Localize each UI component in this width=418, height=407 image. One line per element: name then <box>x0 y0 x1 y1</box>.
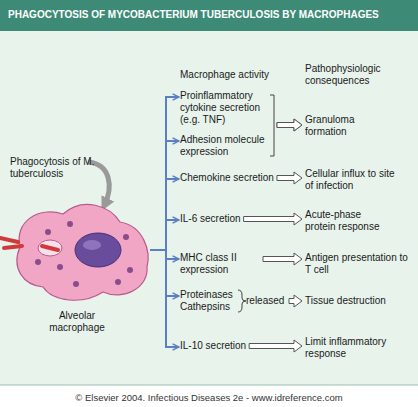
outcome-arrow <box>270 95 302 131</box>
branch-arrow <box>150 179 179 250</box>
hollow-arrow <box>263 253 302 265</box>
cell-granule <box>127 267 133 273</box>
process-text-node: Chemokine secretion <box>180 172 274 184</box>
outcome-arrow <box>249 340 302 352</box>
annotation-label: Pathophysiologic consequences <box>305 63 405 87</box>
cell-nucleus <box>75 233 121 267</box>
branch-line <box>150 250 179 259</box>
bacillus-rod <box>4 246 22 248</box>
node-text: Proinflammatory cytokine secretion (e.g.… <box>180 90 268 126</box>
cell-granule <box>115 279 121 285</box>
node-text: Cathepsins <box>180 301 286 313</box>
cell-granule <box>123 234 129 240</box>
branch-line <box>150 97 179 250</box>
bacillus-rod <box>0 238 18 242</box>
annotation-label: Phagocytosis of M. tuberculosis <box>10 156 95 180</box>
node-text: Chemokine secretion <box>180 172 274 184</box>
cell-granule <box>57 264 63 270</box>
process-text-node: IL-10 secretion <box>180 340 246 352</box>
outcome-arrow <box>277 172 302 184</box>
cell-granule <box>73 281 79 287</box>
node-text: Cellular influx to site of infection <box>305 168 401 192</box>
merge-bracket <box>270 125 274 156</box>
branch-arrow <box>150 141 179 250</box>
branch-line <box>150 141 179 250</box>
outcome-arrow <box>244 213 302 225</box>
bacillus-rod <box>42 246 58 250</box>
process-text-node: Granuloma formation <box>305 114 397 138</box>
process-text-node: Proinflammatory cytokine secretion (e.g.… <box>180 90 268 126</box>
cell-body <box>17 204 148 300</box>
node-text: Granuloma formation <box>305 114 397 138</box>
cell-label: Alveolar macrophage <box>42 310 112 334</box>
branch-line <box>150 250 179 296</box>
title-band <box>0 0 418 31</box>
annotation-label: Macrophage activity <box>180 69 269 81</box>
annotation-label: released <box>246 295 284 307</box>
figure-title: PHAGOCYTOSIS OF MYCOBACTERIUM TUBERCULOS… <box>8 9 379 21</box>
branch-arrow <box>150 220 179 250</box>
cell-granule <box>67 221 73 227</box>
branch-arrow <box>150 250 179 347</box>
node-text: Proteinases <box>180 289 286 301</box>
branch-arrow <box>150 250 179 259</box>
node-text: IL-10 secretion <box>180 340 246 352</box>
branch-line <box>150 179 179 250</box>
hollow-arrow <box>277 172 302 184</box>
nucleus-highlight <box>83 240 101 250</box>
branch-arrow <box>150 250 179 296</box>
panel-background <box>0 31 418 385</box>
cell-granule <box>45 229 51 235</box>
process-text-node: Adhesion molecule expression <box>180 134 268 158</box>
panel-border <box>0 385 418 386</box>
hollow-arrow <box>277 119 302 131</box>
outcome-arrow <box>270 119 302 156</box>
macrophage-cell: Alveolar macrophage <box>8 192 150 338</box>
hollow-arrow <box>249 340 302 352</box>
phagosome <box>38 240 62 256</box>
node-text: MHC class II expression <box>180 252 260 276</box>
node-text: Limit inflammatory response <box>305 336 399 360</box>
node-text: Tissue destruction <box>305 295 386 307</box>
node-text: Antigen presentation to T cell <box>305 252 413 276</box>
node-text: Acute-phase protein response <box>305 209 391 233</box>
process-text-node: ProteinasesCathepsins <box>180 289 286 313</box>
node-text: IL-6 secretion <box>180 213 241 225</box>
branch-line <box>150 220 179 250</box>
process-text-node: MHC class II expression <box>180 252 260 276</box>
outcome-arrow <box>289 295 302 307</box>
process-text-node: Cellular influx to site of infection <box>305 168 401 192</box>
merge-bracket <box>270 95 274 125</box>
caption-slot: © Elsevier 2004. Infectious Diseases 2e … <box>0 392 418 403</box>
copyright-caption: © Elsevier 2004. Infectious Diseases 2e … <box>0 392 418 403</box>
outcome-arrow <box>263 253 302 265</box>
grouping-brace <box>238 290 246 312</box>
hollow-arrow <box>244 213 302 225</box>
title-slot: PHAGOCYTOSIS OF MYCOBACTERIUM TUBERCULOS… <box>8 9 379 21</box>
process-text-node: Acute-phase protein response <box>305 209 391 233</box>
hollow-arrow <box>277 119 302 131</box>
process-text-node: Tissue destruction <box>305 295 386 307</box>
cell-granule <box>35 259 41 265</box>
process-text-node: Antigen presentation to T cell <box>305 252 413 276</box>
phagocytosis-arrow <box>88 162 109 206</box>
process-text-node: Limit inflammatory response <box>305 336 399 360</box>
hollow-arrow <box>289 295 302 307</box>
branch-line <box>150 250 179 347</box>
process-text-node: IL-6 secretion <box>180 213 241 225</box>
branch-arrow <box>150 97 179 250</box>
macrophage-illustration <box>8 192 150 304</box>
node-text: Adhesion molecule expression <box>180 134 268 158</box>
